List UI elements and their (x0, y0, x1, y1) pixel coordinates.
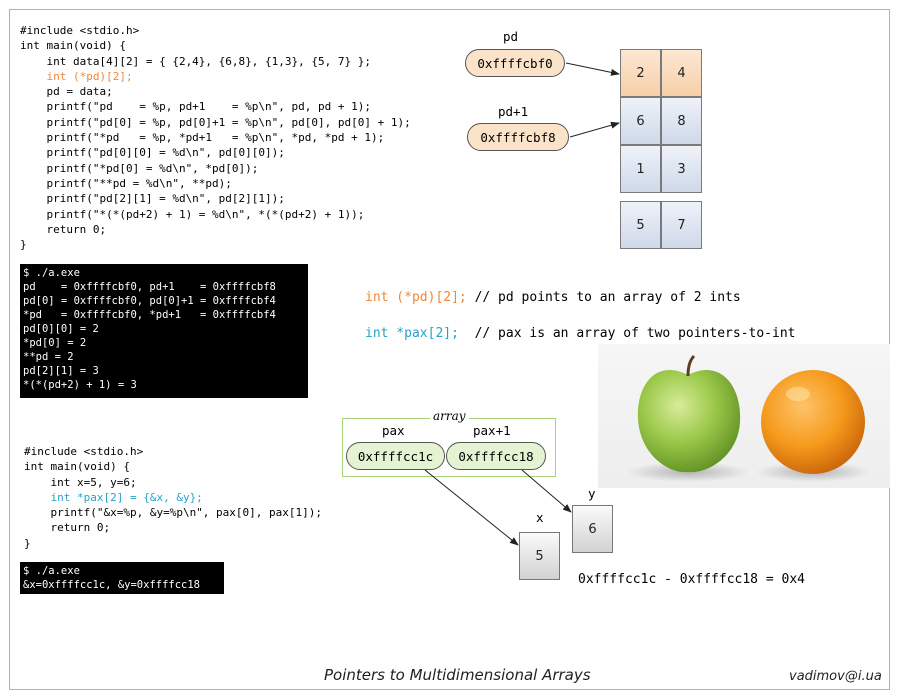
y-label: y (588, 486, 596, 501)
terminal-line: pd[0] = 0xffffcbf0, pd[0]+1 = 0xffffcbf4 (23, 295, 276, 307)
code-line: return 0; (24, 521, 111, 535)
pax-1-arrow (521, 469, 572, 513)
array-label: array (430, 409, 469, 423)
pax-0-arrow (424, 469, 519, 546)
author-credit: vadimov@i.ua (789, 669, 882, 684)
terminal-line: pd = 0xffffcbf0, pd+1 = 0xffffcbf8 (23, 281, 276, 293)
code-listing-pd: #include <stdio.h> int main(void) { int d… (20, 23, 411, 252)
pax-label: pax (382, 423, 405, 438)
code-line: int data[4][2] = { {2,4}, {6,8}, {1,3}, … (20, 54, 371, 68)
code-line: printf("*(*(pd+2) + 1) = %d\n", *(*(pd+2… (20, 207, 365, 221)
note-pd-declaration: int (*pd)[2]; // pd points to an array o… (365, 290, 741, 305)
code-line: printf("&x=%p, &y=%p\n", pax[0], pax[1])… (24, 506, 323, 520)
terminal-line: *(*(pd+2) + 1) = 3 (23, 379, 137, 391)
pax-comment-text: // pax is an array of two pointers-to-in… (458, 326, 796, 341)
code-listing-pax: #include <stdio.h> int main(void) { int x… (24, 444, 322, 551)
apple-orange-illustration (626, 354, 871, 482)
code-line-pd-declaration: int (*pd)[2]; (20, 69, 133, 83)
matrix-cell: 4 (661, 49, 702, 97)
pd-plus-1-label: pd+1 (498, 104, 529, 119)
matrix-cell: 8 (661, 97, 702, 145)
terminal-line: pd[0][0] = 2 (23, 323, 99, 335)
pd-plus-1-address-bubble: 0xffffcbf8 (467, 123, 569, 151)
code-line: printf("pd = %p, pd+1 = %p\n", pd, pd + … (20, 100, 371, 114)
code-line: printf("*pd = %p, *pd+1 = %p\n", *pd, *p… (20, 131, 385, 145)
matrix-cell: 5 (620, 201, 661, 249)
code-line: return 0; (20, 222, 107, 236)
note-pax-declaration: int *pax[2]; // pax is an array of two p… (365, 326, 795, 341)
matrix-cell: 7 (661, 201, 702, 249)
terminal-line: $ ./a.exe (23, 267, 80, 279)
terminal-line: **pd = 2 (23, 351, 74, 363)
code-line: int main(void) { (24, 460, 130, 474)
code-line: printf("**pd = %d\n", **pd); (20, 176, 232, 190)
terminal-line: pd[2][1] = 3 (23, 365, 99, 377)
code-line: printf("*pd[0] = %d\n", *pd[0]); (20, 161, 259, 175)
code-line-pax-declaration: int *pax[2] = {&x, &y}; (24, 490, 203, 504)
code-line: } (20, 238, 27, 252)
pd-address-bubble: 0xffffcbf0 (465, 49, 565, 77)
pax-plus-1-label: pax+1 (473, 423, 511, 438)
pax-0-address-bubble: 0xffffcc1c (346, 442, 445, 470)
code-line: #include <stdio.h> (20, 24, 140, 37)
code-line: int main(void) { (20, 39, 126, 53)
pd-label: pd (503, 29, 519, 44)
code-line: pd = data; (20, 85, 113, 99)
terminal-line: *pd = 0xffffcbf0, *pd+1 = 0xffffcbf4 (23, 309, 276, 321)
matrix-cell: 1 (620, 145, 661, 193)
x-label: x (536, 510, 544, 525)
pd-declaration-text: int (*pd)[2]; (365, 290, 467, 305)
pd-arrow (565, 62, 620, 76)
code-line: #include <stdio.h> (24, 445, 144, 458)
terminal-line: &x=0xffffcc1c, &y=0xffffcc18 (23, 579, 201, 591)
figure-title: Pointers to Multidimensional Arrays (324, 666, 591, 684)
pd-plus-1-arrow (569, 121, 620, 138)
y-variable-box: 6 (572, 505, 613, 553)
code-line: } (24, 536, 31, 550)
terminal-line: *pd[0] = 2 (23, 337, 87, 349)
x-variable-box: 5 (519, 532, 560, 580)
apple-orange-photo (598, 344, 890, 488)
code-line: printf("pd[0][0] = %d\n", pd[0][0]); (20, 146, 285, 160)
pax-1-address-bubble: 0xffffcc18 (446, 442, 546, 470)
pd-comment-text: // pd points to an array of 2 ints (466, 290, 741, 305)
code-line: printf("pd[2][1] = %d\n", pd[2][1]); (20, 192, 285, 206)
address-difference-text: 0xffffcc1c - 0xffffcc18 = 0x4 (578, 572, 805, 587)
matrix-cell: 6 (620, 97, 661, 145)
terminal-line: $ ./a.exe (23, 565, 80, 577)
matrix-cell: 2 (620, 49, 661, 97)
terminal-output-pax: $ ./a.exe&x=0xffffcc1c, &y=0xffffcc18 (20, 562, 224, 594)
pax-declaration-text: int *pax[2]; (365, 326, 459, 341)
code-line: printf("pd[0] = %p, pd[0]+1 = %p\n", pd[… (20, 115, 411, 129)
terminal-output-pd: $ ./a.exe pd = 0xffffcbf0, pd+1 = 0xffffc… (20, 264, 308, 398)
code-line: int x=5, y=6; (24, 475, 137, 489)
matrix-cell: 3 (661, 145, 702, 193)
